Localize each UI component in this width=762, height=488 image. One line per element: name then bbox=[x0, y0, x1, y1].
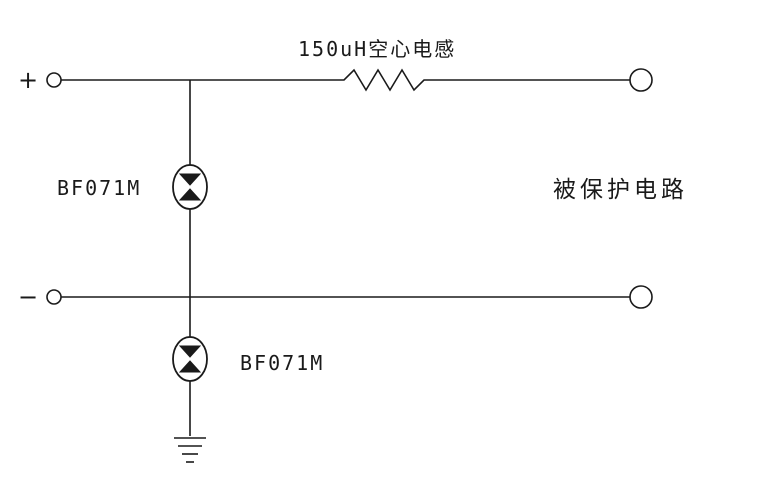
output-terminal-negative bbox=[629, 285, 653, 309]
ground-symbol bbox=[174, 437, 206, 463]
protected-circuit-label: 被保护电路 bbox=[553, 177, 688, 203]
discharge-tube-lower bbox=[172, 336, 208, 382]
inductor-symbol bbox=[334, 68, 432, 92]
output-terminal-positive bbox=[629, 68, 653, 92]
tube-upper-label: BF071M bbox=[57, 176, 141, 200]
input-terminal-negative bbox=[46, 289, 62, 305]
plus-sign: + bbox=[18, 66, 38, 94]
input-terminal-positive bbox=[46, 72, 62, 88]
tube-lower-label: BF071M bbox=[240, 351, 324, 375]
inductor-label: 150uH空心电感 bbox=[298, 37, 456, 61]
minus-sign: − bbox=[18, 283, 38, 311]
discharge-tube-upper bbox=[172, 164, 208, 210]
